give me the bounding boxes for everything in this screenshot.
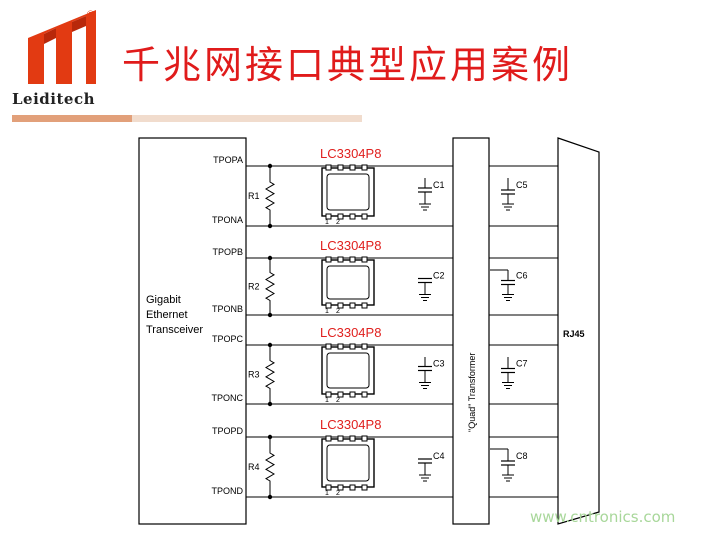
tvs-pin-bottom: [325, 302, 332, 309]
tvs-pin-bottom: [349, 302, 356, 309]
tvs-pin-bottom: [337, 213, 344, 220]
tvs-pin-bottom: [325, 213, 332, 220]
tvs-pin-bottom: [325, 391, 332, 398]
registered-mark: ®: [86, 10, 95, 20]
resistor-label: R3: [248, 370, 260, 380]
tvs-pin-bottom: [349, 213, 356, 220]
tvs-pin-top: [361, 256, 368, 263]
tvs-pin-bottom: [361, 302, 368, 309]
resistor-label: R1: [248, 191, 260, 201]
transceiver-label-line2: Ethernet: [146, 309, 188, 321]
tvs-pin-top: [325, 164, 332, 171]
tvs-part-label: LC3304P8: [320, 238, 381, 253]
tvs-chip-die: [326, 173, 370, 211]
cap-label-left: C4: [433, 451, 445, 461]
logo-text: Leiditech: [12, 90, 95, 108]
tvs-part-label: LC3304P8: [320, 146, 381, 161]
tvs-pin-number: 2: [336, 490, 340, 497]
transceiver-label-line1: Gigabit: [146, 294, 181, 306]
pin-label-neg: TPOND: [212, 486, 244, 496]
tvs-pin-top: [361, 164, 368, 171]
tvs-pin-top: [337, 164, 344, 171]
tvs-pin-bottom: [337, 391, 344, 398]
tvs-pin-top: [325, 343, 332, 350]
tvs-part-label: LC3304P8: [320, 325, 381, 340]
tvs-pin-top: [337, 343, 344, 350]
tvs-chip: [321, 259, 375, 306]
tvs-pin-bottom: [361, 213, 368, 220]
pin-label-neg: TPONC: [212, 393, 244, 403]
tvs-pin-top: [349, 343, 356, 350]
tvs-pin-top: [325, 256, 332, 263]
tvs-chip: [321, 167, 375, 217]
resistor-symbol: [265, 258, 275, 315]
tvs-pin-top: [337, 435, 344, 442]
cap-label-left: C1: [433, 180, 445, 190]
tvs-pin-number: 1: [325, 308, 329, 315]
cap-label-left: C3: [433, 359, 445, 369]
cap-label-right: C8: [516, 451, 528, 461]
pin-label-pos: TPOPD: [212, 426, 244, 436]
tvs-pin-number: 2: [336, 397, 340, 404]
tvs-pin-number: 1: [325, 219, 329, 226]
tvs-pin-bottom: [361, 391, 368, 398]
resistor-symbol: [265, 437, 275, 497]
tvs-pin-top: [361, 343, 368, 350]
pin-label-pos: TPOPB: [212, 247, 243, 257]
resistor-label: R2: [248, 282, 260, 292]
tvs-pin-top: [337, 256, 344, 263]
tvs-chip-die: [326, 265, 370, 300]
page-title: 千兆网接口典型应用案例: [122, 43, 574, 87]
tvs-pin-bottom: [361, 484, 368, 491]
transformer-label: "Quad" Transformer: [467, 353, 477, 432]
tvs-pin-bottom: [349, 391, 356, 398]
tvs-pin-top: [325, 435, 332, 442]
transceiver-label-line3: Transceiver: [146, 324, 203, 336]
tvs-pin-number: 2: [336, 219, 340, 226]
cap-label-left: C2: [433, 271, 445, 281]
tvs-chip: [321, 346, 375, 395]
tvs-chip: [321, 438, 375, 488]
pin-label-neg: TPONB: [212, 304, 243, 314]
tvs-pin-number: 2: [336, 308, 340, 315]
transformer-block: [452, 137, 490, 525]
cap-label-right: C6: [516, 271, 528, 281]
transceiver-block: [138, 137, 247, 525]
rj45-connector: [557, 137, 600, 525]
rj45-label: RJ45: [563, 329, 585, 339]
tvs-pin-bottom: [349, 484, 356, 491]
tvs-pin-top: [349, 435, 356, 442]
watermark: www.cntronics.com: [530, 508, 676, 526]
tvs-pin-bottom: [337, 484, 344, 491]
tvs-pin-top: [349, 164, 356, 171]
tvs-pin-number: 1: [325, 490, 329, 497]
tvs-pin-bottom: [337, 302, 344, 309]
leiditech-logo-icon: [28, 10, 96, 84]
header-bar: [12, 115, 362, 122]
tvs-pin-top: [361, 435, 368, 442]
cap-label-right: C5: [516, 180, 528, 190]
tvs-chip-die: [326, 444, 370, 482]
resistor-label: R4: [248, 462, 260, 472]
pin-label-pos: TPOPA: [213, 155, 243, 165]
resistor-symbol: [265, 166, 275, 226]
tvs-pin-top: [349, 256, 356, 263]
tvs-chip-die: [326, 352, 370, 389]
pin-label-neg: TPONA: [212, 215, 243, 225]
resistor-symbol: [265, 345, 275, 404]
pin-label-pos: TPOPC: [212, 334, 244, 344]
tvs-pin-bottom: [325, 484, 332, 491]
cap-label-right: C7: [516, 359, 528, 369]
tvs-part-label: LC3304P8: [320, 417, 381, 432]
tvs-pin-number: 1: [325, 397, 329, 404]
